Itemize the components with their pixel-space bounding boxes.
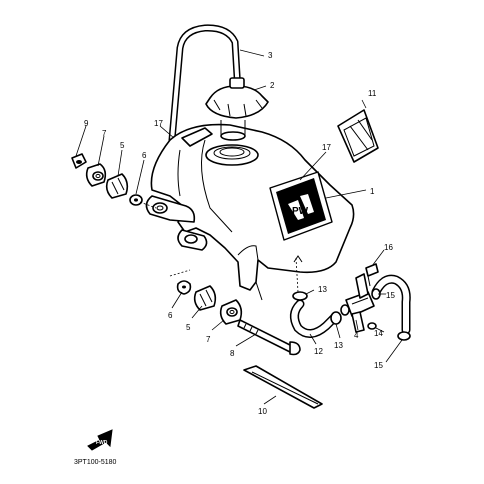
callout-6-lower: 6 [168,311,173,320]
callout-7-lower: 7 [206,335,211,344]
emblem-label: PW [292,206,309,217]
fuel-tank [145,123,355,301]
leader-lines [75,49,403,405]
callout-15-upper: 15 [386,291,395,300]
callouts: 3 2 11 9 17 7 5 17 6 1 16 13 15 4 6 5 7 … [84,51,395,416]
mount-bolt [237,319,301,356]
front-direction-arrow: FWD [87,429,113,451]
callout-17-top: 17 [154,119,163,128]
overflow-clip-lower [397,331,411,341]
callout-14: 14 [374,329,383,338]
callout-5-lower: 5 [186,323,191,332]
callout-12: 12 [314,347,323,356]
callout-13-upper: 13 [318,285,327,294]
front-arrow-label: FWD [96,440,108,446]
overflow-hose [371,274,411,335]
callout-16: 16 [384,243,393,252]
callout-17-side: 17 [322,143,331,152]
assembly-guides [139,201,303,293]
clip-small [367,322,377,330]
fuel-cock-screw [365,263,379,287]
fuel-cap [205,77,269,141]
callout-8: 8 [230,349,235,358]
hose-clip-upper [292,291,308,301]
breather-hose [168,24,242,144]
callout-6-upper: 6 [142,151,147,160]
upper-mount-stack [71,153,143,206]
callout-2: 2 [270,81,275,90]
callout-9: 9 [84,119,89,128]
fuel-cock [340,273,375,333]
callout-15-lower: 15 [374,361,383,370]
tank-emblem-pw: PW [269,171,333,241]
callout-11: 11 [368,89,377,98]
callout-5-upper: 5 [120,141,125,150]
callout-1: 1 [370,187,375,196]
tank-top-emblem [181,127,213,147]
callout-13-lower: 13 [334,341,343,350]
drawing-code: 3PT100-5180 [74,459,117,466]
callout-7-upper: 7 [102,129,107,138]
lower-mount-stack [176,280,243,325]
fuel-hose [290,299,339,338]
callout-10: 10 [258,407,267,416]
callout-3: 3 [268,51,273,60]
tank-damper-pad [243,365,323,409]
fuel-filter-screen [337,109,379,163]
hose-clip-lower [330,311,342,325]
callout-4: 4 [354,331,359,340]
